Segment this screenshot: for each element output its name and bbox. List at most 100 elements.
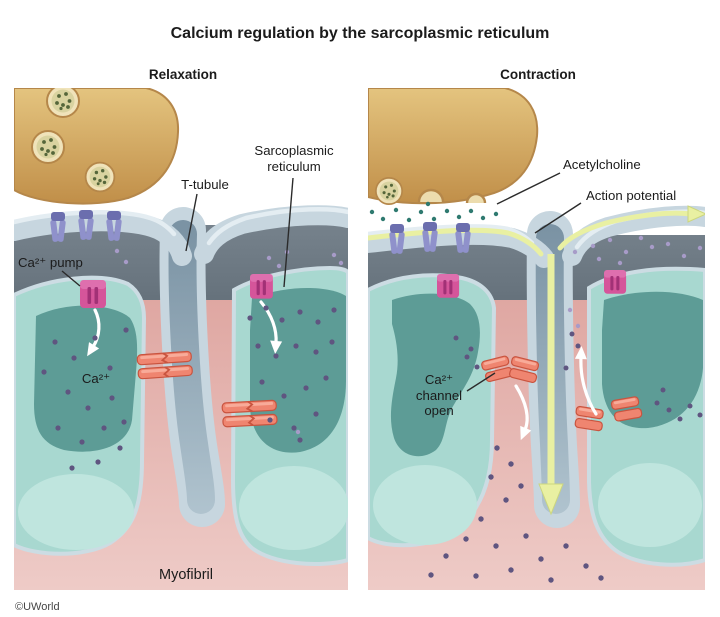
ion-dot <box>666 407 672 413</box>
ion-dot <box>665 241 671 247</box>
ion-dot <box>456 214 462 220</box>
ion-dot <box>569 331 575 337</box>
calcium-ion-dots <box>654 387 703 422</box>
ion-dot <box>291 425 297 431</box>
ion-dot <box>101 425 107 431</box>
ion-dot <box>406 217 412 223</box>
ion-dot <box>303 385 309 391</box>
label-acetylcholine: Acetylcholine <box>563 157 641 172</box>
ion-dot <box>660 387 666 393</box>
calcium-flow-arrow <box>574 346 598 416</box>
ion-dot <box>276 263 282 269</box>
ion-dot <box>468 208 474 214</box>
ion-dot <box>464 354 470 360</box>
calcium-ion-dots <box>453 331 581 371</box>
label-ca-channel-line3: open <box>424 403 453 418</box>
ion-dot <box>468 346 474 352</box>
synaptic-vesicle-icon <box>375 177 403 205</box>
sr-fluid-right <box>239 466 348 550</box>
ion-dot <box>567 307 573 313</box>
ion-dot <box>79 439 85 445</box>
ion-dot <box>494 445 500 451</box>
label-ca-channel-line2: channel <box>416 388 462 403</box>
ion-dot <box>607 237 613 243</box>
ion-dot <box>617 260 623 266</box>
label-action-potential: Action potential <box>586 188 676 203</box>
ion-dot <box>590 243 596 249</box>
ion-dot <box>338 260 344 266</box>
ion-dot <box>681 253 687 259</box>
calcium-ion-dots <box>428 445 604 583</box>
sr-fluid-right <box>598 463 702 547</box>
label-sarcoplasmic-line1: Sarcoplasmic <box>254 143 334 158</box>
label-myofibril: Myofibril <box>159 567 213 583</box>
ion-dot <box>315 319 321 325</box>
ion-dot <box>281 393 287 399</box>
ion-dot <box>480 215 486 221</box>
ion-dot <box>572 249 578 255</box>
ion-dot <box>463 536 469 542</box>
ion-dot <box>596 256 602 262</box>
fusing-vesicle-icon <box>417 188 445 203</box>
synaptic-vesicle-icon <box>46 88 80 118</box>
ion-dot <box>71 355 77 361</box>
page-title: Calcium regulation by the sarcoplasmic r… <box>171 25 550 42</box>
ion-dot <box>65 389 71 395</box>
ion-dot <box>85 405 91 411</box>
synaptic-vesicle-icon <box>31 130 65 164</box>
ion-dot <box>518 483 524 489</box>
calcium-flow-arrow <box>514 384 532 441</box>
label-ca-ion: Ca²⁺ <box>82 371 110 386</box>
ion-dot <box>508 461 514 467</box>
t-tubule <box>159 207 225 527</box>
ion-dot <box>331 252 337 258</box>
panel-heading-relaxation: Relaxation <box>149 67 217 82</box>
ion-dot <box>697 245 703 251</box>
ion-dot <box>123 259 129 265</box>
pointer-acetylcholine <box>496 172 561 205</box>
label-t-tubule: T-tubule <box>181 177 229 192</box>
pointer-sarcoplasmic-reticulum <box>283 177 294 288</box>
ion-dot <box>273 353 279 359</box>
ion-dot <box>649 244 655 250</box>
ion-dot <box>563 365 569 371</box>
sr-fluid-left <box>373 465 477 545</box>
ion-dot <box>538 556 544 562</box>
ion-dot <box>114 248 120 254</box>
fusing-vesicle-icon <box>465 192 487 204</box>
calcium-pump-icon <box>604 270 627 294</box>
ion-dot <box>331 307 337 313</box>
ion-dot <box>117 445 123 451</box>
ion-dot <box>523 533 529 539</box>
ion-dot <box>41 369 47 375</box>
label-sarcoplasmic-line2: reticulum <box>267 159 321 174</box>
ion-dot <box>263 305 269 311</box>
ion-dot <box>677 416 683 422</box>
pointer-t-tubule <box>185 193 198 252</box>
ion-dot <box>266 255 272 261</box>
ion-dot <box>563 543 569 549</box>
ion-dot <box>548 577 554 583</box>
ion-dot <box>493 543 499 549</box>
ion-dot <box>297 437 303 443</box>
ion-dot <box>109 395 115 401</box>
ion-dot <box>313 411 319 417</box>
ion-dot <box>431 216 437 222</box>
calcium-pump-icon <box>437 274 460 298</box>
panel-relaxation <box>14 88 348 590</box>
ion-dot <box>123 327 129 333</box>
ion-dot <box>255 343 261 349</box>
panel-contraction <box>368 88 705 590</box>
t-tubule-lumen <box>168 220 215 514</box>
calcium-flow-arrow <box>259 300 283 354</box>
sr-lumen-right <box>602 291 703 429</box>
ion-dot <box>418 209 424 215</box>
ion-dot <box>329 339 335 345</box>
sr-lumen-left <box>390 293 480 457</box>
calcium-pump-icon <box>250 274 273 299</box>
ion-dot <box>425 201 431 207</box>
sr-fluid-left <box>18 474 134 550</box>
panel-heading-contraction: Contraction <box>500 67 576 82</box>
nerve-terminal <box>14 88 180 205</box>
